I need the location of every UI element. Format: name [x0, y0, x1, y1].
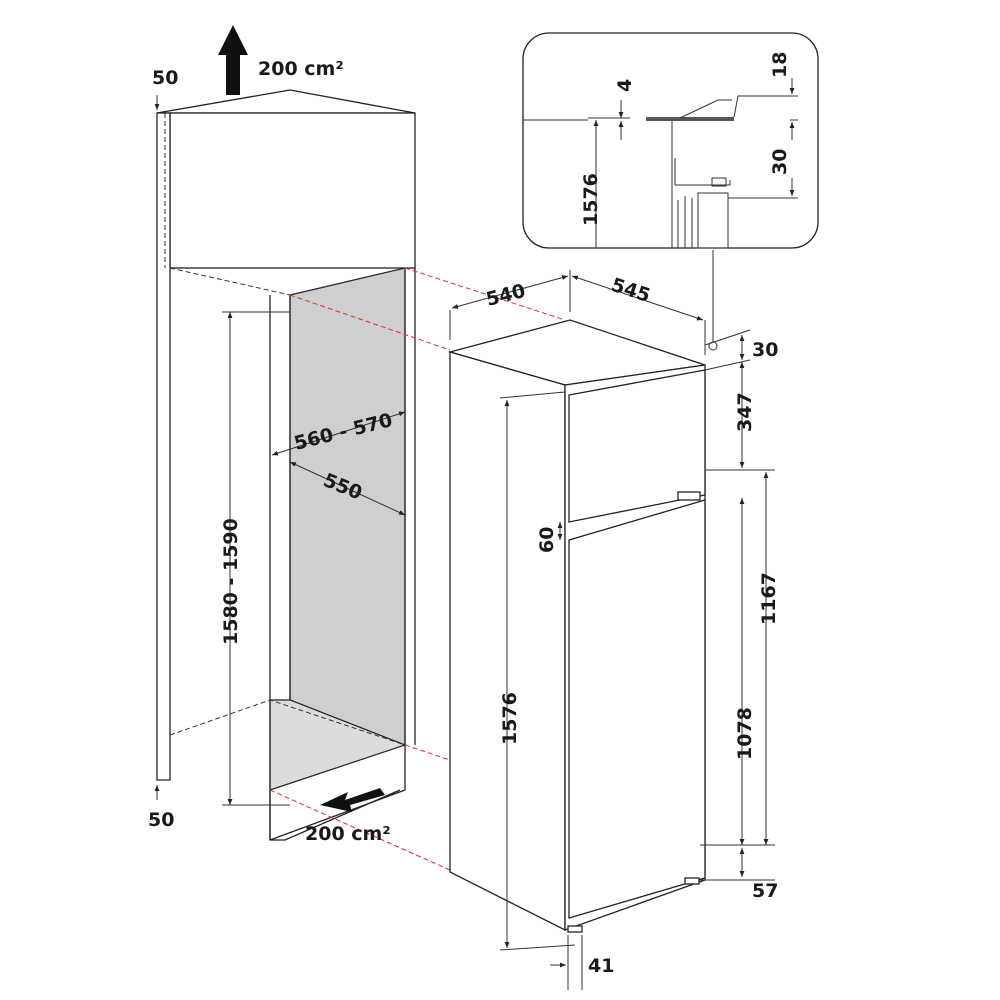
vent-in-arrow-icon: [320, 788, 385, 812]
bottom-offset-label: 50: [148, 809, 174, 831]
bracket-offset-label: 30: [769, 149, 791, 175]
total-height-label: 1576: [499, 692, 521, 745]
base-gap-label: 41: [588, 955, 614, 977]
freezer-door-label: 347: [734, 392, 756, 432]
door-gap-label: 60: [536, 527, 558, 553]
fridge: 540 545 30 347 1167 1078 57 1576 60 41: [447, 250, 780, 990]
cabinet-side: [156, 112, 171, 781]
bracket-height-label: 18: [769, 52, 791, 78]
depth-label: 545: [608, 274, 653, 307]
vent-up-arrow-icon: [218, 25, 248, 95]
hinge: [677, 491, 701, 501]
detail-inset: 1576 4 18 30: [522, 32, 819, 249]
top-vent-label: 200 cm²: [258, 58, 344, 80]
detail-gap-label: 4: [614, 79, 636, 92]
hinge-height-label: 1167: [758, 572, 780, 625]
detail-height-label: 1576: [580, 173, 602, 226]
top-gap-label: 30: [752, 339, 778, 361]
top-offset-label: 50: [152, 67, 178, 89]
fridge-door-label: 1078: [734, 707, 756, 760]
cabinet-top: [156, 89, 416, 114]
detail-frame: [522, 32, 819, 249]
niche-height-label: 1580 - 1590: [220, 518, 242, 645]
cabinet-top-box: [169, 112, 416, 269]
freezer-door: [568, 369, 706, 523]
bottom-vent-label: 200 cm²: [305, 823, 391, 845]
bottom-gap-label: 57: [752, 880, 778, 902]
fridge-door: [568, 499, 706, 919]
